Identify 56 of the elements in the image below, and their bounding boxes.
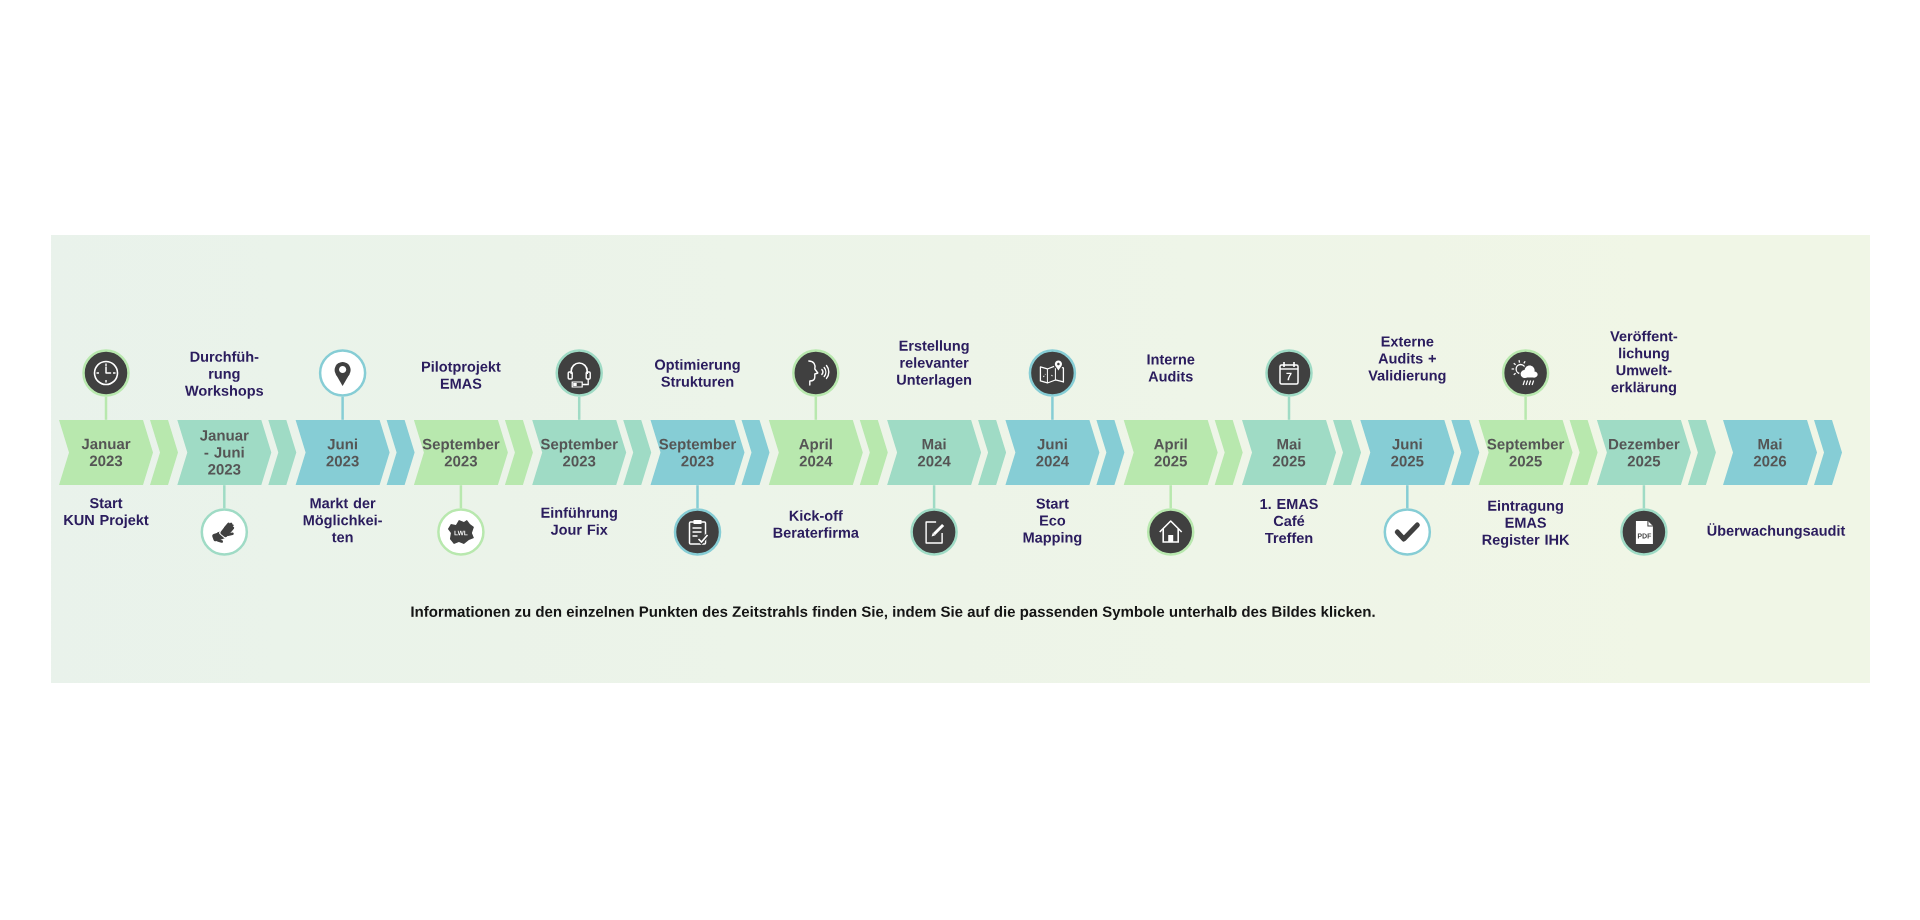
connector-line (696, 485, 699, 509)
folded-map-icon (1028, 349, 1077, 397)
clipboard-check-icon (673, 508, 722, 556)
connector-line (1524, 396, 1527, 420)
location-pin-icon (318, 349, 367, 397)
headset-icon (555, 349, 603, 397)
event-description: Markt der Möglichkei- ten (303, 497, 382, 543)
connector-line (1051, 396, 1054, 420)
date-banner: April 2024 (768, 420, 888, 485)
clock-icon (82, 349, 130, 397)
date-banner: Januar 2023 (59, 420, 178, 485)
event-description: Durchfüh- rung Workshops (185, 351, 264, 399)
event-description: Start Eco Mapping (1023, 498, 1082, 546)
date-banner: Mai 2025 (1242, 420, 1361, 485)
document-edit-icon (910, 508, 958, 556)
event-description: Kick-off Beraterfirma (773, 510, 859, 538)
event-description: Optimierung Strukturen (655, 359, 740, 387)
date-banner: September 2025 (1478, 420, 1598, 485)
connector-line (1642, 485, 1646, 509)
event-description: Start KUN Projekt (64, 497, 149, 529)
weather-icon (1501, 349, 1550, 397)
date-banner: Juni 2023 (295, 420, 415, 485)
note-text: Informationen zu den einzelnen Punkten des Zeitstrahls finden Sie, indem Sie auf die passenden Symbole unterhalb des Bildes klicken. (411, 606, 1375, 620)
date-banner: Januar - Juni 2023 (177, 420, 297, 485)
event-description: Erstellung relevanter Unterlagen (897, 340, 972, 388)
date-banner: Dezember 2025 (1596, 420, 1716, 485)
connector-line (459, 485, 463, 509)
event-description: Veröffent- lichung Umwelt- erklärung (1610, 330, 1678, 396)
event-description: Eintragung EMAS Register IHK (1482, 500, 1570, 548)
connector-line (1169, 485, 1172, 509)
connector-line (223, 485, 226, 509)
connector-line (1406, 485, 1409, 509)
connector-line (1287, 396, 1291, 420)
event-description: Pilotprojekt EMAS (422, 361, 501, 389)
event-description: Externe Audits + Validierung (1368, 336, 1446, 384)
date-banner: Juni 2025 (1360, 420, 1480, 485)
event-description: Überwachungsaudit (1707, 523, 1846, 539)
date-banner: September 2023 (413, 420, 533, 485)
event-description: 1. EMAS Café Treffen (1260, 498, 1318, 544)
date-banner: Juni 2024 (1005, 420, 1125, 485)
date-banner: September 2023 (650, 420, 770, 485)
speaking-head-icon (792, 349, 840, 397)
house-icon (1146, 508, 1195, 556)
date-banner: April 2025 (1123, 420, 1243, 485)
connector-line (104, 396, 108, 420)
hands-icon (200, 508, 249, 556)
connector-line (814, 396, 818, 420)
date-banner: Mai 2024 (887, 420, 1007, 485)
connector-line (577, 396, 581, 420)
date-banner: September 2023 (532, 420, 652, 485)
date-banner: Mai 2026 (1723, 420, 1842, 485)
checkmark-icon (1383, 508, 1432, 556)
connector-line (932, 485, 936, 509)
event-description: Interne Audits (1147, 354, 1195, 382)
connector-line (341, 396, 344, 420)
event-description: Einführung Jour Fix (541, 507, 617, 535)
